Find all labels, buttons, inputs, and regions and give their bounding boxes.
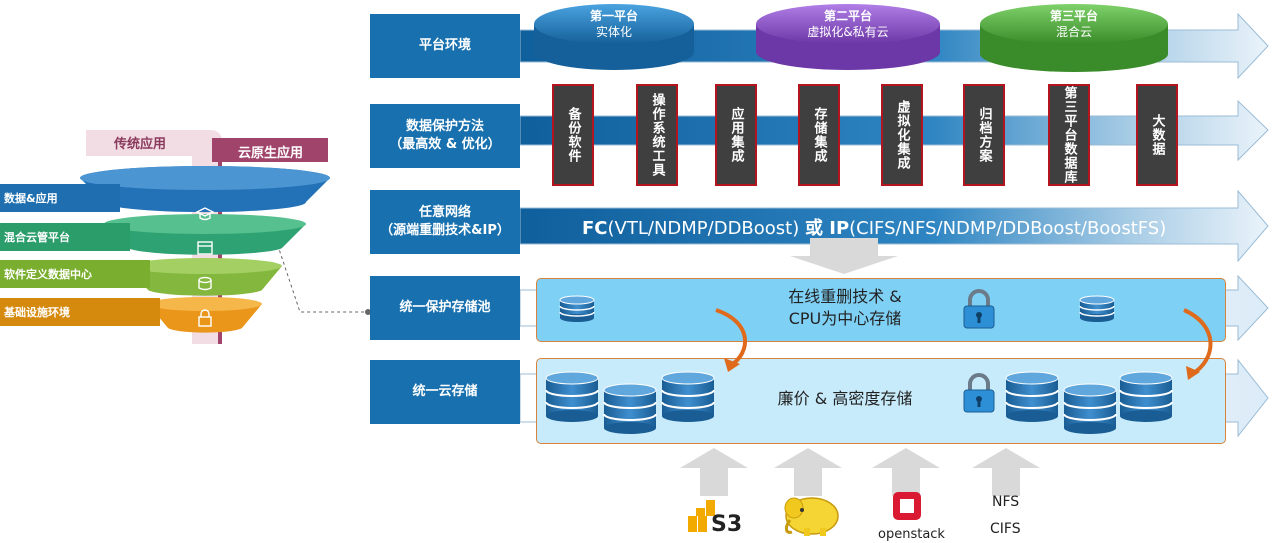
platform-disks: [534, 4, 1168, 72]
cloud-lock-icon: [962, 373, 996, 414]
platform-1-text: 第一平台 实体化: [564, 8, 664, 40]
method-os-tools: 操作系统工具: [636, 84, 678, 186]
cloud-text: 廉价 & 高密度存储: [777, 389, 913, 408]
down-arrow: [790, 238, 898, 274]
method-backup-software: 备份软件: [552, 84, 594, 186]
funnel-graphic: [80, 130, 330, 344]
cloud-native-app-label: 云原生应用: [238, 146, 304, 161]
row-label-subtext: （源端重删技术&IP）: [380, 223, 510, 238]
row-label-platform: 平台环境: [370, 14, 520, 78]
layer-text: 数据&应用: [4, 192, 58, 205]
ip-detail: (CIFS/NFS/NDMP/DDBoost/BoostFS): [849, 218, 1167, 239]
method-archive: 归档方案: [963, 84, 1005, 186]
row-label-text: 平台环境: [418, 38, 471, 53]
up-arrow-hadoop: [774, 448, 842, 496]
pool-lock-icon: [962, 289, 996, 330]
funnel-layer-label-3: 软件定义数据中心: [0, 260, 150, 288]
platform-disk-2: [756, 4, 940, 70]
platform-disk-1: [534, 4, 694, 70]
openstack-label: openstack: [878, 527, 945, 542]
method-big-data: 大数据: [1136, 84, 1178, 186]
layer-text: 混合云管平台: [4, 231, 70, 244]
row-label-text: 统一云存储: [412, 384, 478, 399]
lock-small-icon: [198, 309, 212, 327]
aws-s3-icon: [688, 500, 715, 532]
network-protocols-text: FC(VTL/NDMP/DDBoost) 或 IP(CIFS/NFS/NDMP/…: [582, 214, 1166, 240]
or-label: 或: [805, 218, 823, 239]
platform-title: 第一平台: [589, 9, 638, 23]
row-label-network: 任意网络 （源端重删技术&IP）: [370, 190, 520, 254]
method-third-platform-db: 第三平台数据库: [1048, 84, 1090, 186]
up-arrow-openstack: [872, 448, 940, 496]
calendar-icon: [197, 241, 213, 255]
platform-subtitle: 实体化: [595, 25, 632, 39]
funnel-connector: [269, 221, 368, 313]
row-label-text: 任意网络: [418, 205, 471, 220]
platform-3-text: 第三平台 混合云: [1024, 8, 1124, 40]
cap-icon: [195, 207, 215, 221]
up-arrow-s3: [680, 448, 748, 496]
pool-db-icon-right: [1079, 295, 1115, 323]
cloud-db-icon-6: [1119, 371, 1173, 423]
row-label-subtext: （最高效 & 优化）: [389, 137, 501, 152]
pool-to-cloud-arrow-right: [1183, 308, 1213, 376]
nfs-label: NFS: [992, 494, 1020, 510]
pool-line2: CPU为中心存储: [788, 309, 902, 328]
openstack-icon: [893, 492, 921, 520]
cifs-label: CIFS: [990, 521, 1021, 537]
platform-title: 第二平台: [823, 9, 872, 23]
funnel-layer-label-1: 数据&应用: [0, 184, 120, 212]
up-arrow-nfs: [972, 448, 1040, 496]
pool-to-cloud-arrow-left: [715, 308, 747, 368]
funnel-layer-label-2: 混合云管平台: [0, 223, 130, 251]
network-band-arrow: [519, 189, 1269, 263]
layer-text: 基础设施环境: [4, 306, 70, 319]
platform-subtitle: 虚拟化&私有云: [807, 25, 889, 39]
method-virtualization-integration: 虚拟化集成: [881, 84, 923, 186]
cloud-native-pipe-bar: [212, 138, 328, 162]
database-icon: [198, 276, 212, 291]
platform-disk-3: [980, 4, 1168, 72]
layer-text: 软件定义数据中心: [4, 268, 92, 281]
cloud-db-icon-3: [661, 371, 715, 423]
ip-label: IP: [823, 218, 850, 239]
cloud-db-icon-1: [545, 371, 599, 423]
row-label-pool: 统一保护存储池: [370, 276, 520, 340]
fc-label: FC: [582, 218, 608, 239]
funnel-layer-label-4: 基础设施环境: [0, 298, 160, 326]
s3-label: S3: [711, 512, 743, 537]
method-app-integration: 应用集成: [715, 84, 757, 186]
cloud-db-icon-2: [603, 383, 657, 435]
pool-db-icon-left: [559, 295, 595, 323]
platform-title: 第三平台: [1049, 9, 1098, 23]
platform-subtitle: 混合云: [1055, 25, 1092, 39]
hadoop-elephant-icon: [784, 497, 839, 536]
cloud-db-icon-5: [1063, 383, 1117, 435]
row-label-cloud: 统一云存储: [370, 360, 520, 424]
method-storage-integration: 存储集成: [798, 84, 840, 186]
pool-line1: 在线重删技术 &: [788, 287, 902, 306]
legacy-app-label: 传统应用: [114, 137, 167, 152]
platform-2-text: 第二平台 虚拟化&私有云: [788, 8, 908, 40]
cloud-db-icon-4: [1005, 371, 1059, 423]
row-label-methods: 数据保护方法 （最高效 & 优化）: [370, 104, 520, 168]
row-label-text: 统一保护存储池: [399, 300, 491, 315]
row-label-text: 数据保护方法: [405, 119, 484, 134]
fc-detail: (VTL/NDMP/DDBoost): [607, 218, 805, 239]
openstack-text: openstack: [878, 527, 945, 542]
pool-text: 在线重删技术 & CPU为中心存储: [740, 286, 950, 330]
